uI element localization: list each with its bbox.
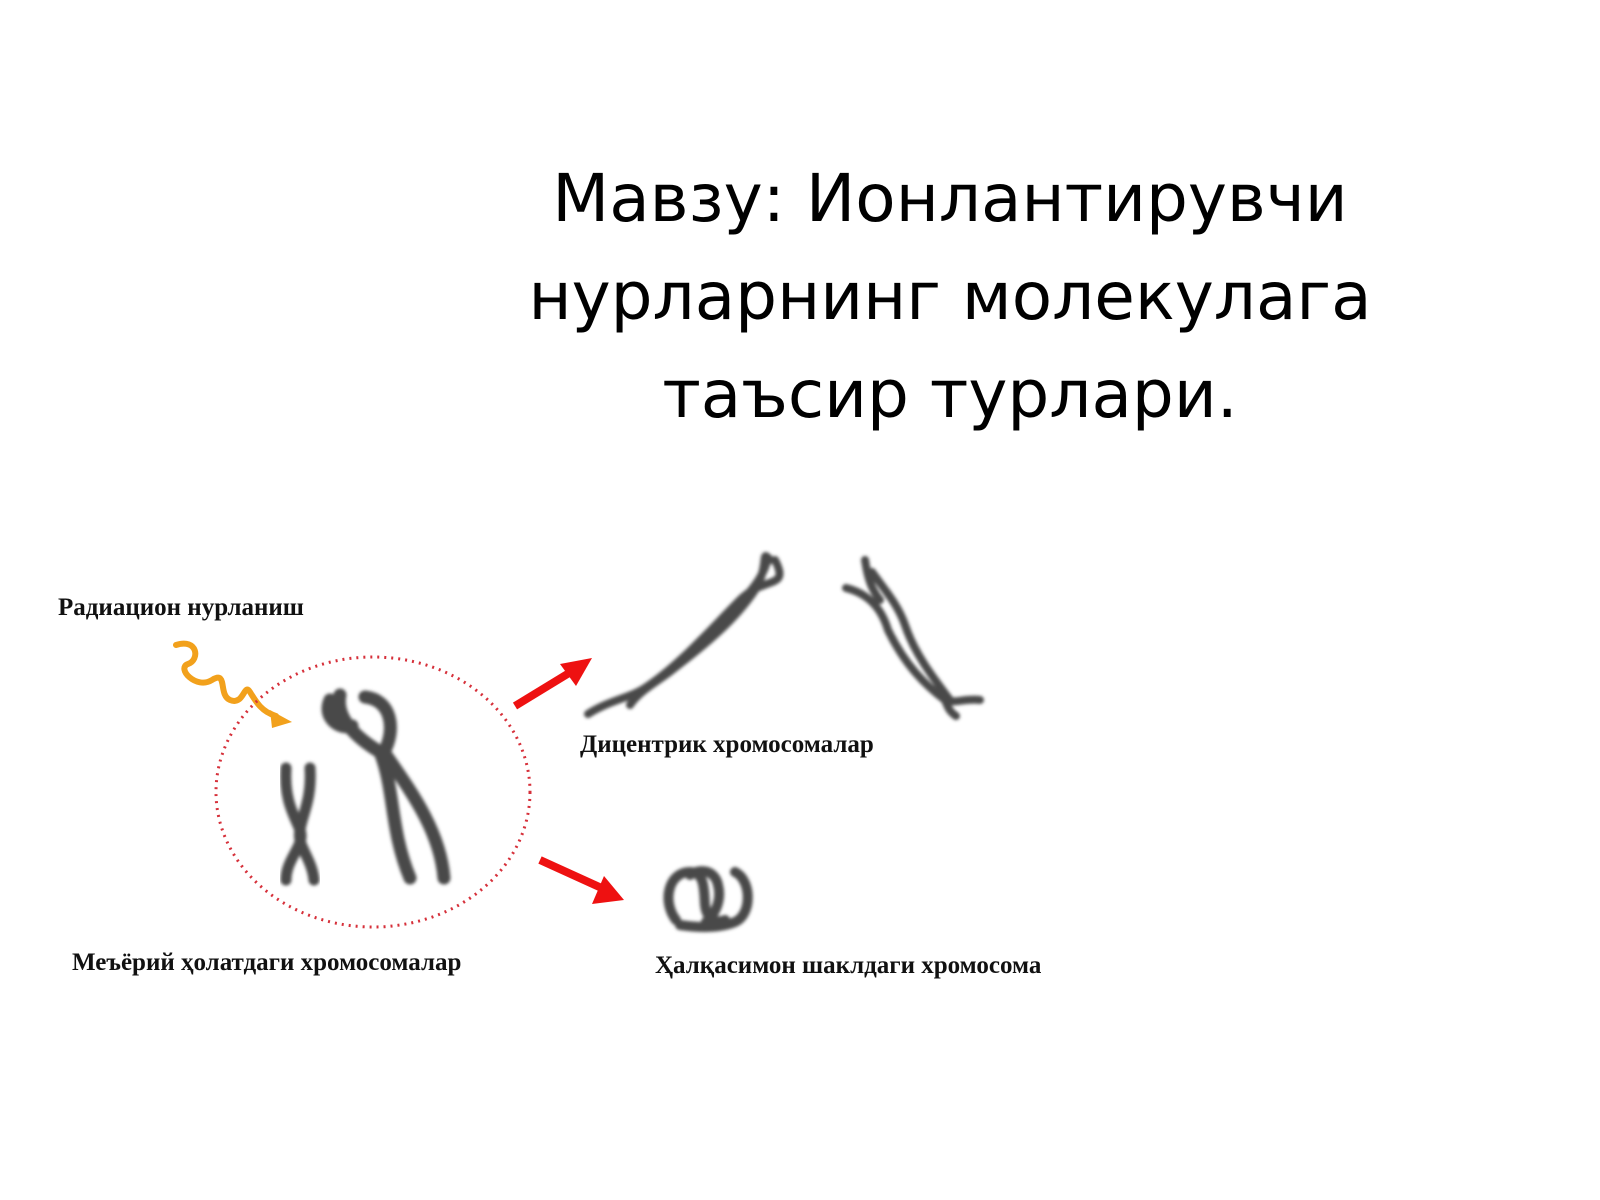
dicentric-chromosome-1 [584,552,784,718]
normal-chromosomes-circle [214,655,532,929]
title-line-1: Мавзу: Ионлантирувчи [552,160,1348,237]
arrow-to-ring [538,856,624,904]
dicentric-chromosome-2 [842,556,984,720]
slide-title: Мавзу: Ионлантирувчи нурларнинг молекула… [470,150,1430,444]
arrow-to-dicentric [512,658,592,710]
dicentric-label: Дицентрик хромосомалар [580,731,874,758]
title-line-3: таъсир турлари. [662,356,1238,433]
ring-label: Ҳалқасимон шаклдаги хромосома [655,952,1042,979]
ring-chromosome [663,866,753,932]
radiation-wave-icon [173,640,292,728]
radiation-label: Радиацион нурланиш [58,594,304,621]
large-chromosome [321,688,451,885]
normal-label: Меъёрий ҳолатдаги хромосомалар [72,949,461,976]
title-line-2: нурларнинг молекулага [528,258,1372,335]
small-chromosome [280,762,320,886]
